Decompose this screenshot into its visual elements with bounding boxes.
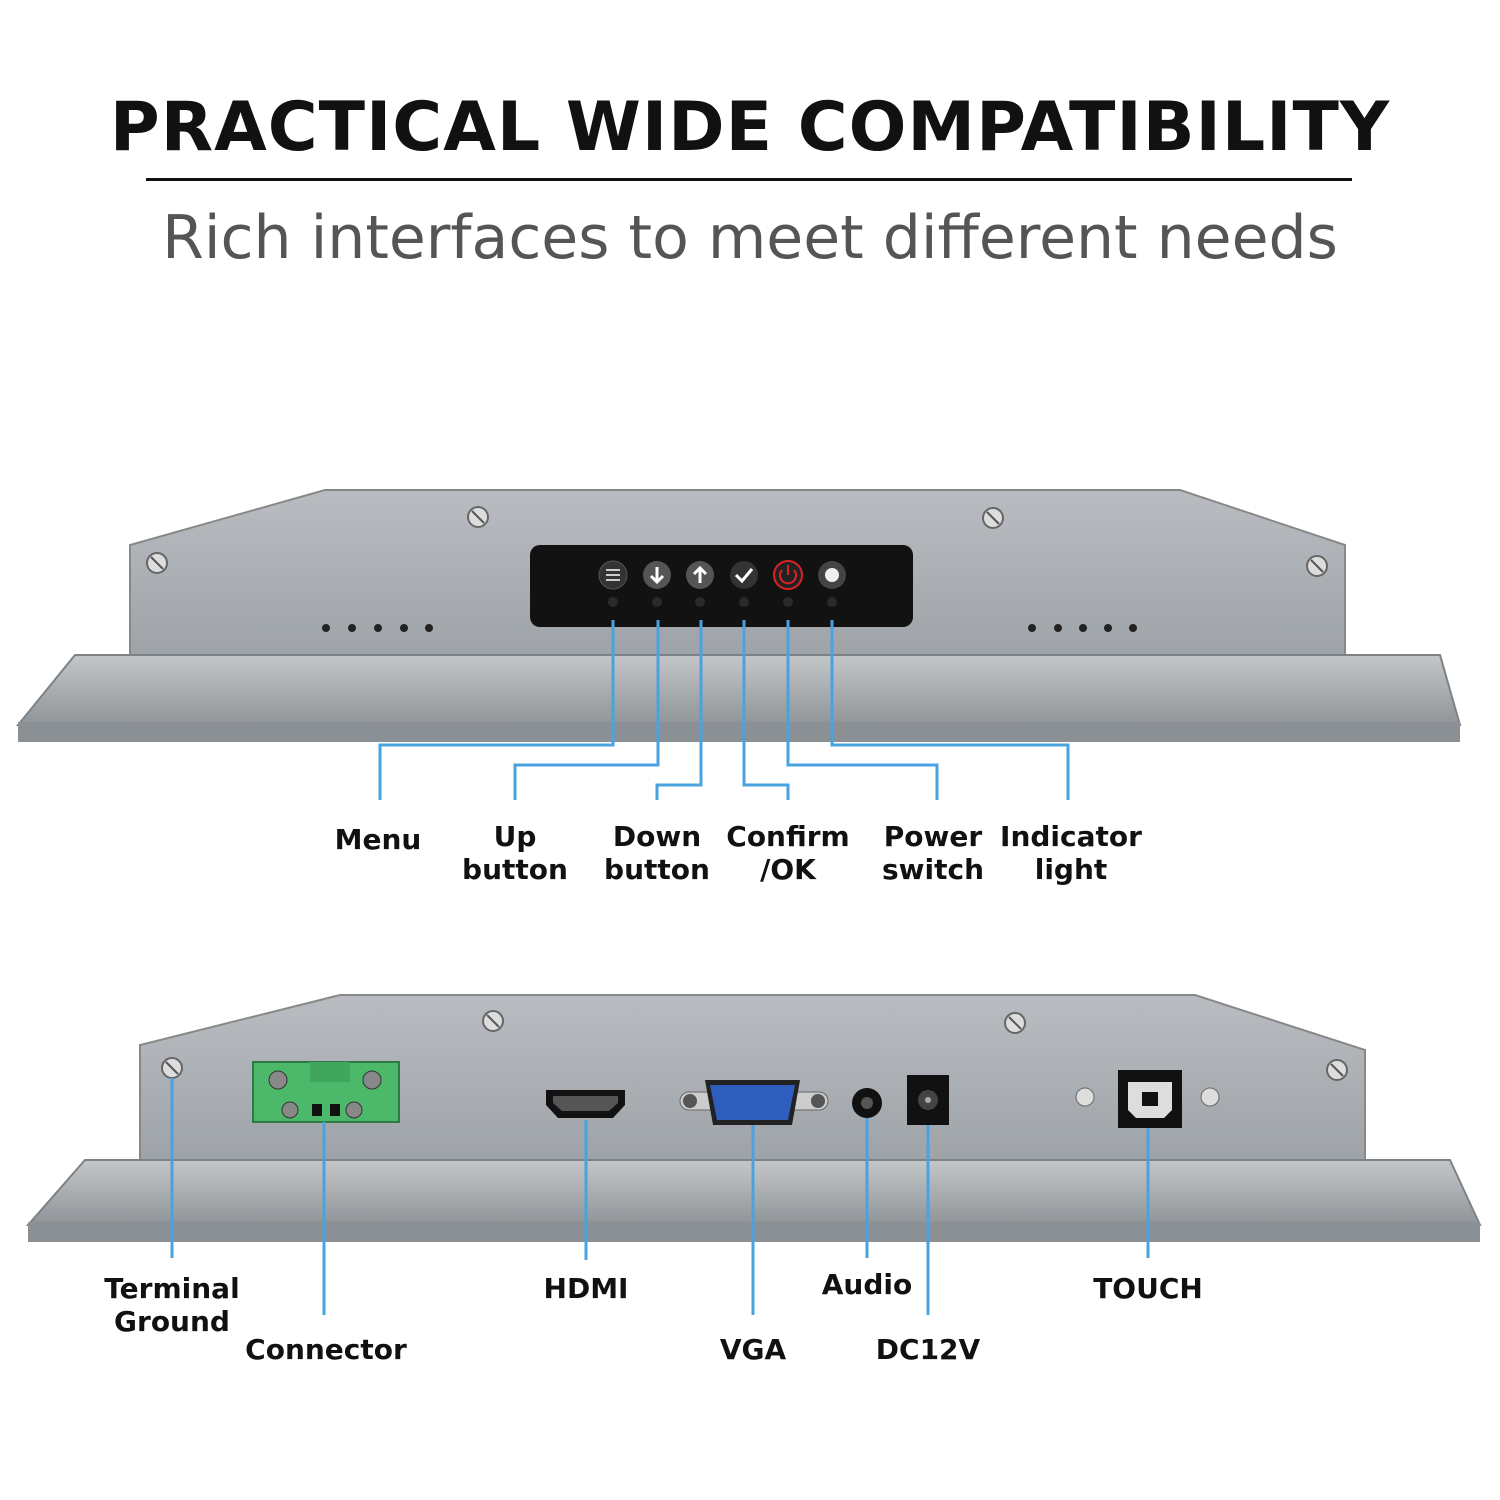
- menu-icon: [598, 560, 628, 590]
- label-hdmi: HDMI: [543, 1272, 629, 1305]
- bottom-leader-lines: [170, 1078, 1150, 1315]
- power-icon: [773, 560, 803, 590]
- screw-icon: [146, 552, 168, 574]
- vga-port-icon: [679, 1080, 829, 1125]
- hdmi-port-icon: [546, 1090, 625, 1118]
- page-title: PRACTICAL WIDE COMPATIBILITY: [109, 88, 1391, 167]
- up-arrow-icon: [686, 561, 714, 589]
- label-vga: VGA: [719, 1333, 787, 1366]
- label-audio: Audio: [821, 1268, 913, 1301]
- top-panel-illustration: [15, 489, 1462, 800]
- bottom-panel-illustration: [25, 994, 1482, 1315]
- screw-icon: [467, 506, 489, 528]
- page-subtitle: Rich interfaces to meet different needs: [162, 203, 1338, 273]
- audio-jack-icon: [852, 1088, 882, 1118]
- screw-icon: [982, 507, 1004, 529]
- label-up-button: Up button: [462, 820, 568, 886]
- label-menu: Menu: [334, 823, 422, 856]
- check-icon: [730, 561, 758, 589]
- terminal-connector-icon: [252, 1061, 400, 1123]
- label-connector: Connector: [245, 1333, 407, 1366]
- indicator-light-icon: [818, 561, 846, 589]
- label-down-button: Down button: [604, 820, 710, 886]
- dc-power-jack-icon: [907, 1075, 949, 1125]
- down-arrow-icon: [643, 561, 671, 589]
- usb-b-port-icon: [1075, 1070, 1220, 1128]
- top-leader-lines: [378, 620, 1070, 800]
- label-terminal-ground: Terminal Ground: [104, 1272, 240, 1338]
- label-confirm-ok: Confirm /OK: [726, 820, 850, 886]
- label-touch: TOUCH: [1093, 1272, 1203, 1305]
- keypad-leds: [608, 597, 837, 607]
- ground-screw-icon: [161, 1057, 183, 1079]
- vent-holes: [322, 624, 1137, 632]
- control-keypad: [530, 545, 913, 627]
- screw-icon: [482, 1010, 504, 1032]
- screw-icon: [1004, 1012, 1026, 1034]
- label-dc12v: DC12V: [875, 1333, 981, 1366]
- screw-icon: [1306, 555, 1328, 577]
- screw-icon: [1326, 1059, 1348, 1081]
- label-indicator-light: Indicator light: [1000, 820, 1142, 886]
- label-power-switch: Power switch: [881, 820, 985, 886]
- title-underline: [146, 178, 1352, 181]
